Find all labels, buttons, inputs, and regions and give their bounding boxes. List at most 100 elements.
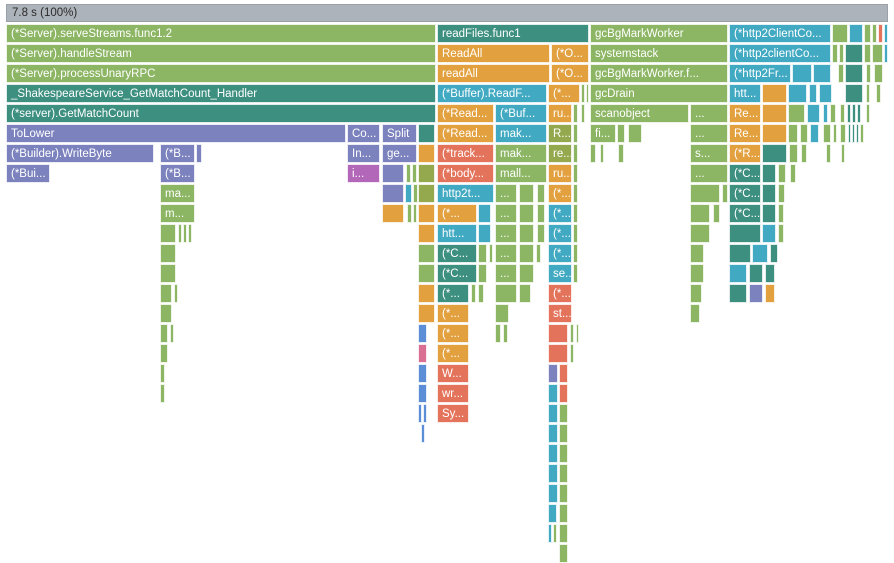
flame-frame[interactable]: (*... [548,224,572,243]
flame-frame[interactable]: (*C... [729,164,761,183]
flame-frame[interactable]: gcBgMarkWorker [590,24,728,43]
flame-frame[interactable]: Re... [729,124,761,143]
flame-frame-unlabeled[interactable] [852,124,855,143]
flame-frame-unlabeled[interactable] [170,324,174,343]
flame-frame-unlabeled[interactable] [418,164,435,183]
flame-frame-unlabeled[interactable] [559,524,568,543]
flame-frame-unlabeled[interactable] [559,444,568,463]
flame-frame-unlabeled[interactable] [762,124,787,143]
flame-frame-unlabeled[interactable] [864,44,871,63]
flame-frame-unlabeled[interactable] [413,184,418,203]
flame-frame[interactable]: (*... [437,344,469,363]
flame-frame[interactable]: (*Buf... [495,104,547,123]
flame-frame-unlabeled[interactable] [519,204,534,223]
flame-frame-unlabeled[interactable] [418,184,435,203]
flame-frame-unlabeled[interactable] [548,484,558,503]
flame-frame[interactable]: (*O... [551,64,589,83]
flame-frame-unlabeled[interactable] [382,184,404,203]
flame-frame-unlabeled[interactable] [519,264,534,283]
flame-frame-unlabeled[interactable] [188,224,192,243]
flame-frame[interactable]: ... [690,104,728,123]
flame-frame-unlabeled[interactable] [809,84,817,103]
flame-frame-unlabeled[interactable] [382,204,404,223]
flame-frame-unlabeled[interactable] [418,364,427,383]
flame-frame[interactable]: readAll [437,64,550,83]
flame-frame-unlabeled[interactable] [471,284,476,303]
flame-frame-unlabeled[interactable] [519,284,531,303]
flame-frame-unlabeled[interactable] [160,284,172,303]
flame-frame-unlabeled[interactable] [841,144,845,163]
flame-frame[interactable]: ... [690,124,728,143]
flame-frame-unlabeled[interactable] [573,104,578,123]
flame-frame-unlabeled[interactable] [762,204,776,223]
flame-frame[interactable]: (*... [548,184,572,203]
flame-frame-unlabeled[interactable] [690,184,720,203]
flame-frame-unlabeled[interactable] [489,244,493,263]
flame-frame[interactable]: (*Read... [437,104,494,123]
flame-frame-unlabeled[interactable] [800,124,808,143]
flame-frame-unlabeled[interactable] [418,344,427,363]
flame-frame-unlabeled[interactable] [418,324,427,343]
flame-frame-unlabeled[interactable] [810,124,819,143]
flame-frame[interactable]: http2t... [437,184,494,203]
flame-frame-unlabeled[interactable] [160,304,172,323]
flame-frame[interactable]: re... [548,144,572,163]
flame-frame-unlabeled[interactable] [548,384,558,403]
flame-frame-unlabeled[interactable] [519,244,534,263]
flame-frame-unlabeled[interactable] [752,244,768,263]
flame-frame[interactable]: (*http2ClientCo... [729,24,831,43]
flame-frame-unlabeled[interactable] [762,104,787,123]
flame-frame-unlabeled[interactable] [423,404,427,423]
flame-frame-unlabeled[interactable] [160,344,168,363]
flame-frame-unlabeled[interactable] [729,244,751,263]
flame-frame-unlabeled[interactable] [690,304,700,323]
flame-frame-unlabeled[interactable] [749,264,763,283]
flame-frame-unlabeled[interactable] [413,204,417,223]
flame-frame-unlabeled[interactable] [559,424,568,443]
flame-frame[interactable]: (*... [548,84,580,103]
flame-frame[interactable]: (*Server).handleStream [6,44,436,63]
flame-frame-unlabeled[interactable] [792,64,812,83]
flame-frame[interactable]: (*Server).processUnaryRPC [6,64,436,83]
flame-frame-unlabeled[interactable] [495,284,517,303]
flame-frame-unlabeled[interactable] [690,204,710,223]
flame-frame-unlabeled[interactable] [548,464,558,483]
flame-frame[interactable]: (*C... [437,244,477,263]
flame-frame[interactable]: Re... [729,104,761,123]
flame-frame-unlabeled[interactable] [713,204,720,223]
flame-frame-unlabeled[interactable] [570,324,574,343]
flame-frame-unlabeled[interactable] [762,144,787,163]
flame-frame[interactable]: (*http2Fr... [729,64,791,83]
flame-frame-unlabeled[interactable] [823,104,828,123]
flame-frame-unlabeled[interactable] [840,104,845,123]
flame-frame-unlabeled[interactable] [573,184,578,203]
flame-frame-unlabeled[interactable] [553,524,557,543]
flame-frame[interactable]: ... [495,224,517,243]
flame-frame-unlabeled[interactable] [729,284,747,303]
flame-frame-unlabeled[interactable] [418,264,435,283]
flame-frame[interactable]: ma... [160,184,195,203]
flame-frame[interactable]: Split [382,124,417,143]
flame-frame-unlabeled[interactable] [832,24,848,43]
flame-frame[interactable]: s... [690,144,728,163]
flame-frame[interactable]: (*O... [551,44,589,63]
flame-frame-unlabeled[interactable] [826,144,831,163]
flame-frame-unlabeled[interactable] [807,104,820,123]
flame-frame-unlabeled[interactable] [478,224,491,243]
flame-frame-unlabeled[interactable] [478,204,491,223]
flame-frame-unlabeled[interactable] [418,244,435,263]
flame-frame-unlabeled[interactable] [581,104,585,123]
flame-frame-unlabeled[interactable] [559,544,568,563]
flame-frame-unlabeled[interactable] [406,164,411,183]
flame-frame[interactable]: ru... [548,164,572,183]
flame-frame-unlabeled[interactable] [845,44,863,63]
flame-frame-unlabeled[interactable] [729,264,747,283]
flame-frame[interactable]: (*C... [729,204,761,223]
flame-frame-unlabeled[interactable] [778,164,786,183]
flame-frame-unlabeled[interactable] [790,164,796,183]
flame-graph-header[interactable]: 7.8 s (100%) [6,4,888,22]
flame-frame-unlabeled[interactable] [866,104,870,123]
flame-frame[interactable]: ToLower [6,124,346,143]
flame-frame-unlabeled[interactable] [196,144,202,163]
